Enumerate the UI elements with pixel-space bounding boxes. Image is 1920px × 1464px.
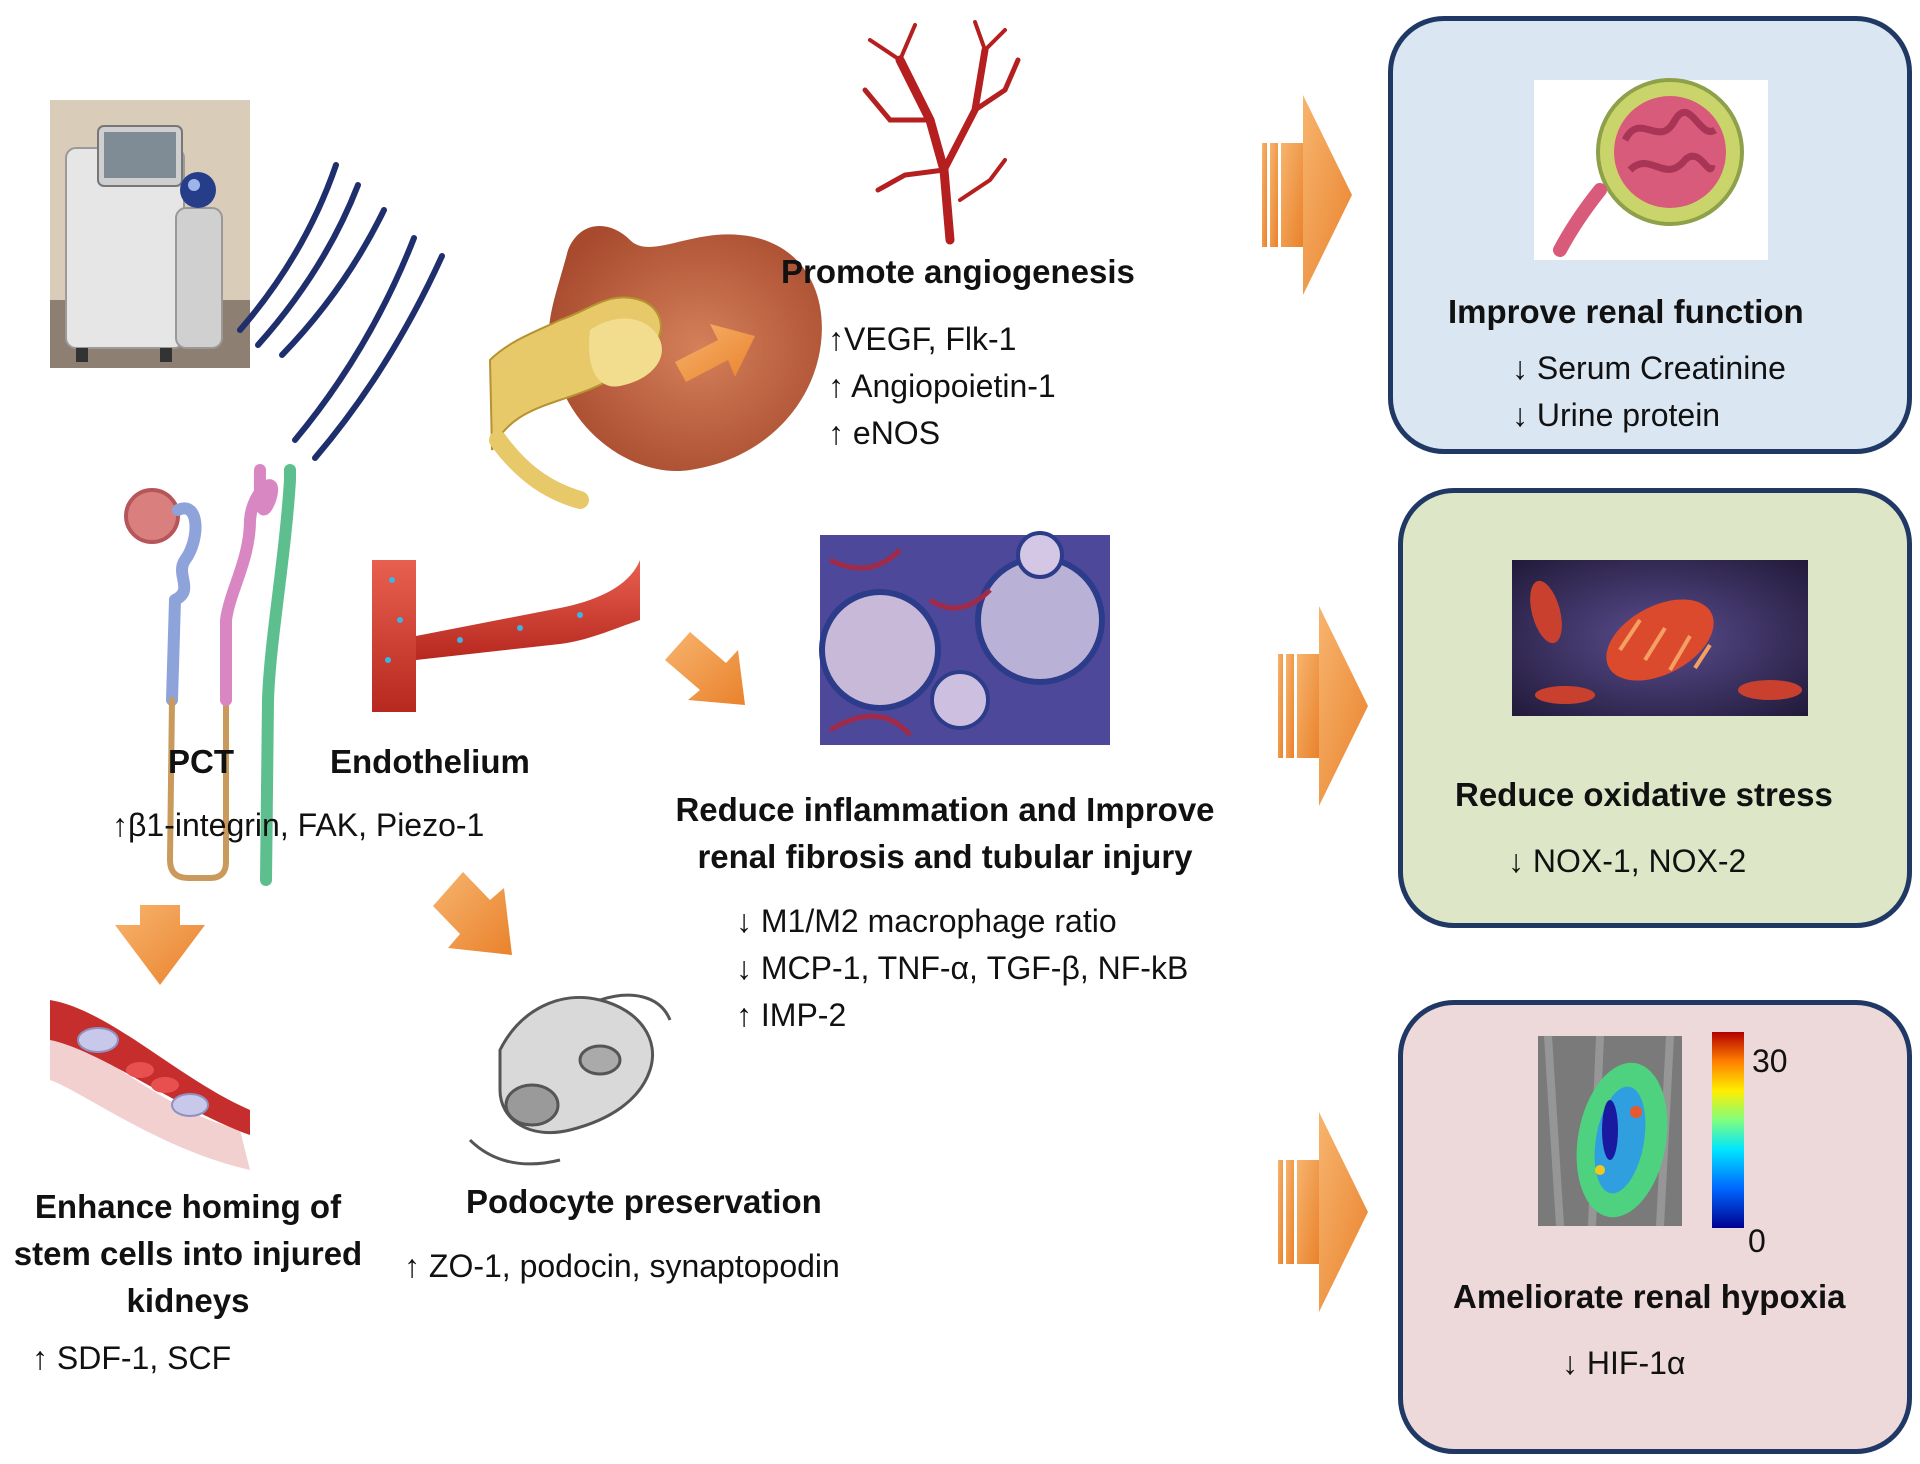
arrow-to-oxidative-stress	[1278, 606, 1368, 806]
mechanosensor-markers: ↑β1-integrin, FAK, Piezo-1	[112, 807, 485, 843]
mitochondria-icon	[1512, 560, 1808, 716]
arrow-to-angiogenesis	[675, 324, 755, 382]
histology-image-icon	[819, 531, 1110, 745]
blood-vessel-icon	[372, 560, 640, 712]
angiogenesis-title: Promote angiogenesis	[781, 253, 1135, 290]
color-scale-bar	[1712, 1032, 1744, 1228]
list-item: ↑VEGF, Flk-1	[828, 321, 1017, 357]
angiogenesis-markers: ↑VEGF, Flk-1 ↑ Angiopoietin-1 ↑ eNOS	[828, 316, 1056, 457]
arrow-to-homing	[115, 905, 205, 985]
renal-hypoxia-markers: ↓ HIF-1α	[1562, 1345, 1686, 1381]
arrow-to-podocyte	[433, 872, 512, 955]
mri-kidney-map-icon	[1538, 1032, 1744, 1228]
homing-markers: ↑ SDF-1, SCF	[32, 1340, 232, 1376]
renal-hypoxia-title: Ameliorate renal hypoxia	[1453, 1278, 1846, 1315]
list-item: ↑ IMP-2	[736, 997, 847, 1033]
list-item: ↑ eNOS	[828, 415, 941, 451]
inflammation-title: Reduce inflammation and Improve renal fi…	[620, 786, 1270, 880]
vessel-branch-icon	[862, 20, 1021, 245]
inflammation-title-line2: renal fibrosis and tubular injury	[697, 838, 1193, 875]
homing-title: Enhance homing of stem cells into injure…	[0, 1183, 376, 1324]
oxidative-stress-title: Reduce oxidative stress	[1455, 776, 1833, 813]
inflammation-markers: ↓ M1/M2 macrophage ratio ↓ MCP-1, TNF-α,…	[736, 898, 1188, 1039]
homing-title-line3: kidneys	[126, 1282, 250, 1319]
sound-wave-icon	[237, 162, 445, 461]
kidney-icon	[488, 226, 822, 509]
renal-function-markers: ↓ Serum Creatinine ↓ Urine protein	[1512, 345, 1786, 439]
list-item: ↓ MCP-1, TNF-α, TGF-β, NF-kB	[736, 950, 1189, 986]
oxidative-stress-markers: ↓ NOX-1, NOX-2	[1508, 843, 1747, 879]
list-item: ↓ M1/M2 macrophage ratio	[736, 903, 1117, 939]
arrow-to-inflammation	[665, 632, 745, 705]
arrow-to-renal-hypoxia	[1278, 1112, 1368, 1312]
inflammation-title-line1: Reduce inflammation and Improve	[675, 791, 1215, 828]
glomerulus-icon	[1534, 78, 1768, 260]
homing-title-line2: stem cells into injured	[13, 1235, 363, 1272]
scale-min-label: 0	[1748, 1223, 1766, 1259]
nephron-icon	[124, 464, 296, 886]
blood-vessel-cells-icon	[50, 1000, 250, 1170]
pct-label: PCT	[168, 743, 234, 780]
shockwave-device-icon	[50, 100, 250, 368]
list-item: ↑ Angiopoietin-1	[828, 368, 1056, 404]
endothelium-label: Endothelium	[330, 743, 530, 780]
list-item: ↓ Serum Creatinine	[1512, 350, 1786, 386]
list-item: ↓ Urine protein	[1512, 397, 1721, 433]
podocyte-markers: ↑ ZO-1, podocin, synaptopodin	[404, 1248, 840, 1284]
arrow-to-renal-function	[1262, 95, 1352, 295]
scale-max-label: 30	[1752, 1043, 1788, 1079]
renal-function-title: Improve renal function	[1448, 293, 1804, 330]
homing-title-line1: Enhance homing of	[34, 1188, 342, 1225]
podocyte-title: Podocyte preservation	[466, 1183, 822, 1220]
podocyte-icon	[468, 993, 672, 1166]
